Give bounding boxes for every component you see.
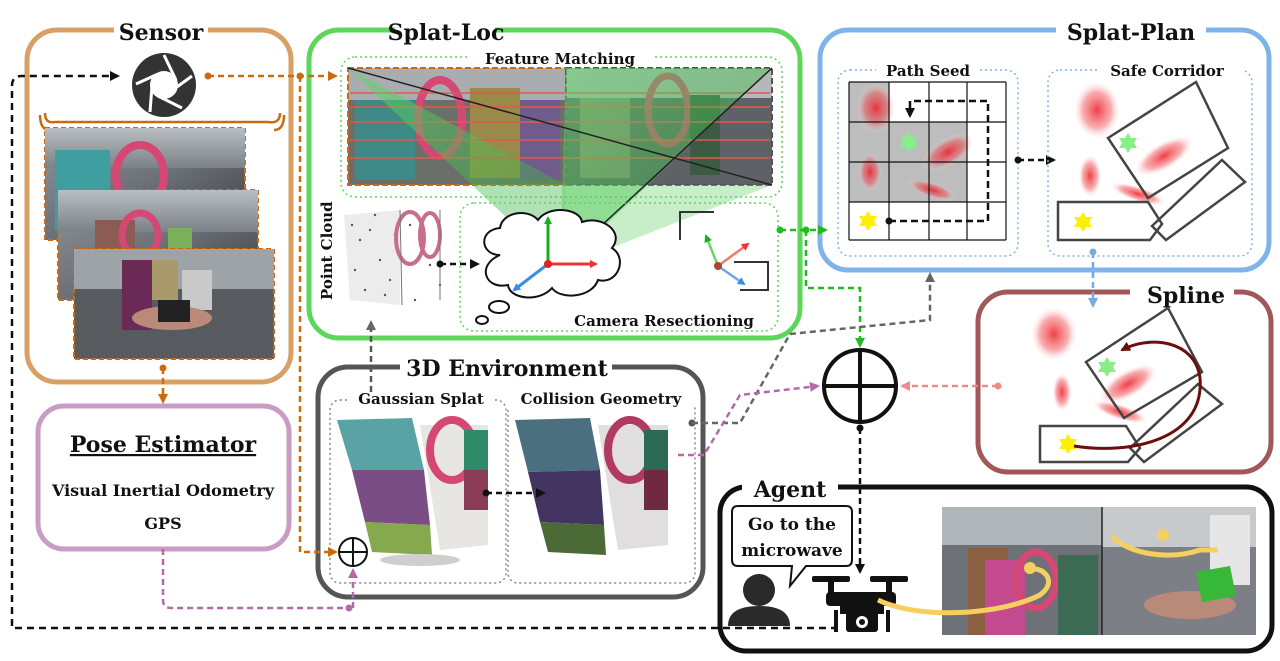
camera-resectioning-label: Camera Resectioning: [574, 312, 754, 330]
agent-trajectory: [876, 534, 1218, 616]
pose-axes-icon: [512, 216, 598, 292]
pose-item-vio: Visual Inertial Odometry: [51, 481, 275, 500]
speech-line-1: Go to the: [748, 515, 836, 535]
agent-view-right: [1102, 507, 1256, 635]
speech-bubble: Go to the microwave: [731, 505, 853, 590]
collision-geometry-label: Collision Geometry: [521, 390, 683, 408]
splat-loc-module: Splat-Loc Feature Matching: [306, 17, 803, 341]
splat-plan-module: Splat-Plan Path Seed: [817, 17, 1272, 273]
speech-line-2: microwave: [741, 541, 843, 561]
safe-corridor-label: Safe Corridor: [1110, 62, 1225, 80]
spline-graphic: [1030, 306, 1225, 464]
point-cloud-label: Point Cloud: [318, 201, 336, 300]
camera-aperture-icon: [128, 50, 200, 120]
agent-title: Agent: [753, 477, 827, 503]
feature-matching-label: Feature Matching: [485, 50, 635, 68]
point-cloud-image: [344, 209, 442, 306]
fusion-node-main: [822, 348, 898, 424]
sensor-frame-3: [73, 248, 275, 360]
target-pose-icon: [679, 211, 769, 291]
pose-item-gps: GPS: [144, 514, 181, 533]
sensor-bracket: [43, 112, 282, 124]
spline-title: Spline: [1147, 283, 1225, 309]
gaussian-splat-image: [337, 416, 488, 566]
path-seed-label: Path Seed: [886, 62, 971, 80]
pose-estimator-title: Pose Estimator: [70, 432, 257, 458]
gaussian-splat-label: Gaussian Splat: [358, 390, 484, 408]
path-seed-grid: [848, 81, 1007, 241]
connector-arrows: [10, 71, 1098, 630]
agent-module: Agent Go to the microwave: [717, 474, 1275, 654]
sensor-module: Sensor: [24, 17, 294, 385]
fusion-node-env: [338, 537, 368, 567]
splat-loc-title: Splat-Loc: [388, 20, 505, 46]
user-icon: [728, 574, 790, 626]
spline-module: Spline: [975, 280, 1274, 475]
sensor-title: Sensor: [119, 20, 204, 46]
pose-estimator-module: Pose Estimator Visual Inertial Odometry …: [35, 403, 292, 552]
collision-geometry-image: [515, 416, 668, 555]
agent-view-left: [942, 507, 1102, 635]
environment-title: 3D Environment: [406, 356, 608, 382]
splat-plan-title: Splat-Plan: [1067, 20, 1195, 46]
environment-module: 3D Environment Gaussian Splat Collision …: [315, 352, 706, 600]
safe-corridor-graphic: [1056, 80, 1247, 242]
thought-cloud-icon: [475, 209, 621, 325]
